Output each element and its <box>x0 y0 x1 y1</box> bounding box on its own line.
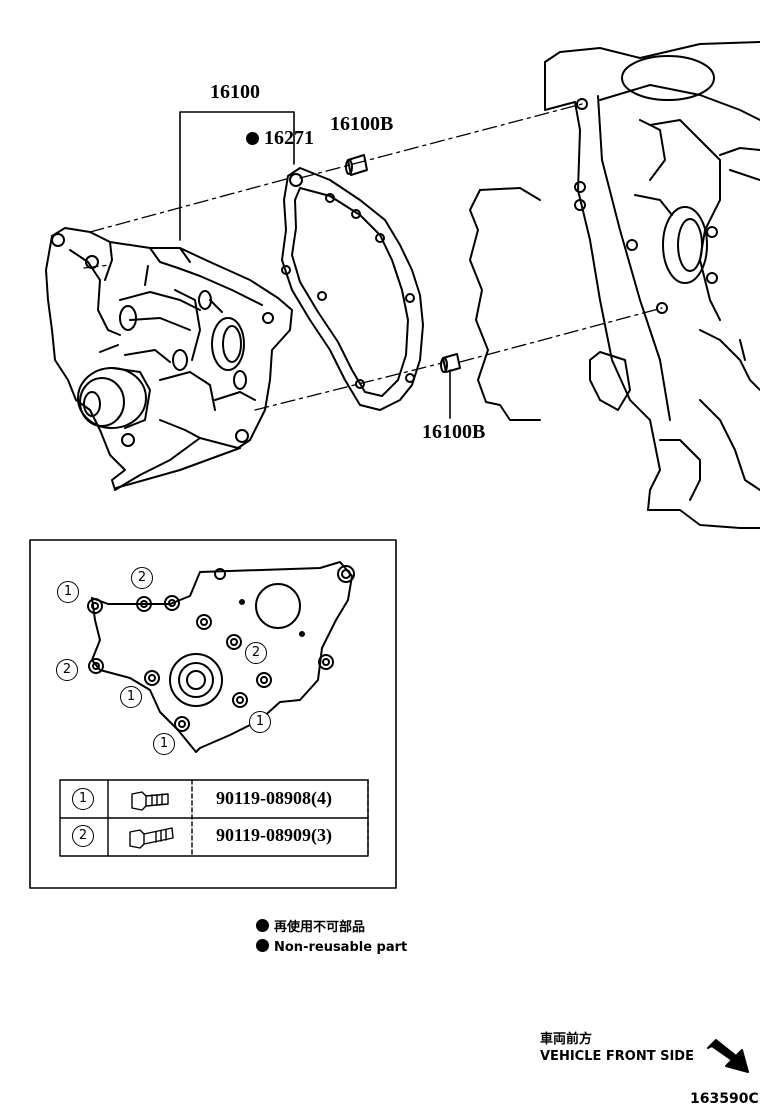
label-dowel-pin-top: 16100B <box>330 113 394 135</box>
legend-en-text: Non-reusable part <box>274 940 408 955</box>
legend-jp: 再使用不可部品 <box>256 919 365 934</box>
table-part-number-2: 90119-08909(3) <box>216 825 332 845</box>
label-gasket-number: 16271 <box>264 127 314 149</box>
label-dowel-pin-bottom: 16100B <box>422 421 486 443</box>
callout-bolt-2-b: 2 <box>56 659 78 681</box>
table-callout-2: 2 <box>72 825 94 847</box>
legend-en: Non-reusable part <box>256 939 407 954</box>
alignment-lines <box>83 103 663 411</box>
callout-bolt-1-c: 1 <box>153 733 175 755</box>
label-water-pump-assembly: 16100 <box>210 81 260 103</box>
water-pump-gasket <box>281 167 424 411</box>
pump-outline-bolt-map <box>87 561 355 753</box>
engine-block <box>469 41 760 529</box>
direction-jp: 車両前方 <box>540 1032 593 1047</box>
legend-dot-icon-jp <box>256 919 269 932</box>
diagram-code: 163590C <box>690 1091 759 1107</box>
label-gasket: 16271 <box>246 128 314 148</box>
callout-bolt-1-d: 1 <box>249 711 271 733</box>
bolt-table-grid <box>59 779 369 857</box>
legend-dot-icon-en <box>256 939 269 952</box>
callout-bolt-2-a: 2 <box>131 567 153 589</box>
bolt-long-icon <box>129 827 174 849</box>
water-pump-assembly <box>45 227 293 491</box>
dowel-pin-bottom <box>440 353 461 373</box>
table-part-number-1: 90119-08908(4) <box>216 788 332 808</box>
callout-bolt-1-a: 1 <box>57 581 79 603</box>
vehicle-front-arrow-icon <box>707 1039 749 1073</box>
bolt-detail-frame <box>29 539 397 889</box>
legend-jp-text: 再使用不可部品 <box>274 920 366 935</box>
label-leaders <box>179 111 451 419</box>
direction-en: VEHICLE FRONT SIDE <box>540 1049 694 1064</box>
dowel-pin-top <box>345 154 368 176</box>
bolt-short-icon <box>131 791 169 811</box>
non-reusable-dot-icon <box>246 132 259 145</box>
callout-bolt-1-b: 1 <box>120 686 142 708</box>
table-callout-1: 1 <box>72 788 94 810</box>
callout-bolt-2-c: 2 <box>245 642 267 664</box>
